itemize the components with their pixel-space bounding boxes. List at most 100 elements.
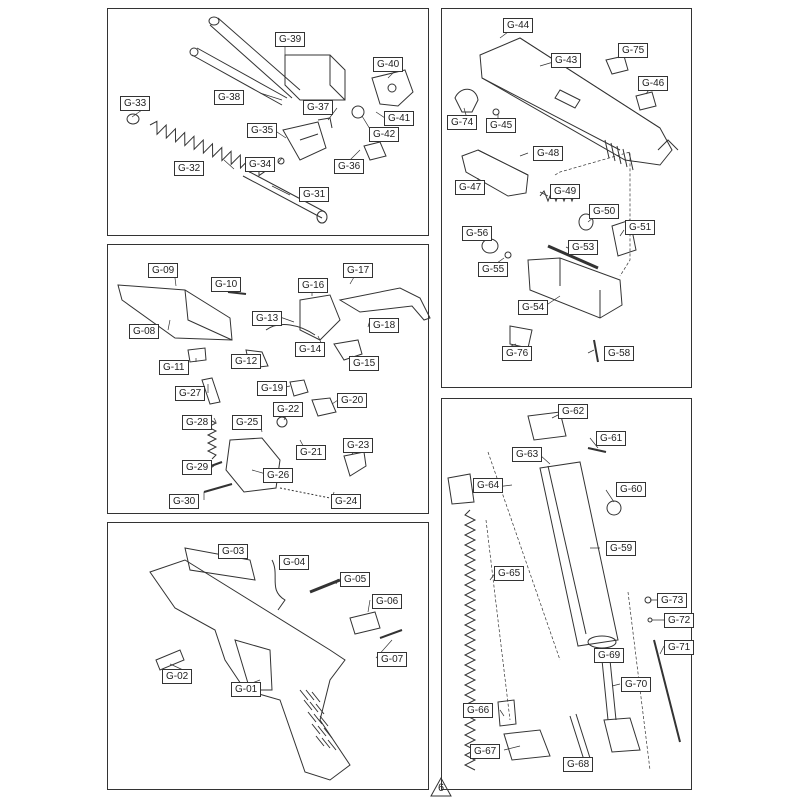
part-label-g07: G-07 bbox=[377, 652, 408, 667]
part-label-g59: G-59 bbox=[606, 541, 637, 556]
valve-part bbox=[606, 500, 622, 516]
rear-sight-part bbox=[454, 88, 479, 113]
part-label-g67: G-67 bbox=[470, 744, 501, 759]
part-label-g39: G-39 bbox=[275, 32, 306, 47]
hop-up-unit-part bbox=[527, 257, 623, 319]
part-label-g03: G-03 bbox=[218, 544, 249, 559]
blowback-unit-part bbox=[461, 149, 529, 197]
spring-cap-part bbox=[126, 113, 140, 125]
panel-slide-assembly bbox=[441, 8, 692, 388]
nozzle-part bbox=[578, 213, 594, 231]
takedown-lever-part bbox=[155, 649, 185, 671]
part-label-g58: G-58 bbox=[604, 346, 635, 361]
part-label-g38: G-38 bbox=[214, 90, 245, 105]
part-label-g37: G-37 bbox=[303, 100, 334, 115]
part-label-g24: G-24 bbox=[331, 494, 362, 509]
screw-part bbox=[492, 108, 500, 116]
outer-barrel-part bbox=[208, 16, 346, 101]
inner-barrel-part bbox=[189, 47, 288, 106]
part-label-g23: G-23 bbox=[343, 438, 374, 453]
part-label-g51: G-51 bbox=[625, 220, 656, 235]
part-label-g69: G-69 bbox=[594, 648, 625, 663]
locking-block-part bbox=[611, 219, 637, 257]
part-label-g76: G-76 bbox=[502, 346, 533, 361]
magazine-base-part bbox=[503, 729, 551, 761]
part-label-g12: G-12 bbox=[231, 354, 262, 369]
part-label-g45: G-45 bbox=[486, 118, 517, 133]
part-label-g66: G-66 bbox=[463, 703, 494, 718]
part-label-g32: G-32 bbox=[174, 161, 205, 176]
part-label-g53: G-53 bbox=[568, 240, 599, 255]
part-label-g29: G-29 bbox=[182, 460, 213, 475]
panel-frame-assembly bbox=[107, 522, 429, 790]
part-label-g44: G-44 bbox=[503, 18, 534, 33]
part-label-g54: G-54 bbox=[518, 300, 549, 315]
part-label-g46: G-46 bbox=[638, 76, 669, 91]
part-label-g62: G-62 bbox=[558, 404, 589, 419]
front-sight-part bbox=[605, 55, 629, 75]
part-label-g64: G-64 bbox=[473, 478, 504, 493]
magazine-spring-part bbox=[463, 509, 477, 771]
valve-knocker-part bbox=[481, 238, 499, 254]
part-label-g30: G-30 bbox=[169, 494, 200, 509]
part-label-g73: G-73 bbox=[657, 593, 688, 608]
part-label-g22: G-22 bbox=[273, 402, 304, 417]
part-label-g33: G-33 bbox=[120, 96, 151, 111]
magazine-body-part bbox=[539, 461, 619, 647]
part-label-g56: G-56 bbox=[462, 226, 493, 241]
page-number-text: 6 bbox=[437, 782, 445, 794]
slide-stop-part bbox=[349, 611, 381, 635]
part-label-g18: G-18 bbox=[369, 318, 400, 333]
part-label-g71: G-71 bbox=[664, 640, 695, 655]
part-label-g41: G-41 bbox=[384, 111, 415, 126]
bolt-part bbox=[593, 339, 599, 363]
part-label-g02: G-02 bbox=[162, 669, 193, 684]
part-label-g40: G-40 bbox=[373, 57, 404, 72]
part-label-g26: G-26 bbox=[263, 468, 294, 483]
part-label-g63: G-63 bbox=[512, 447, 543, 462]
part-label-g17: G-17 bbox=[343, 263, 374, 278]
slide-part bbox=[479, 37, 679, 171]
part-label-g21: G-21 bbox=[296, 445, 327, 460]
part-label-g06: G-06 bbox=[372, 594, 403, 609]
part-label-g47: G-47 bbox=[455, 180, 486, 195]
part-label-g10: G-10 bbox=[211, 277, 242, 292]
part-label-g49: G-49 bbox=[550, 184, 581, 199]
part-label-g04: G-04 bbox=[279, 555, 310, 570]
part-label-g14: G-14 bbox=[295, 342, 326, 357]
part-label-g11: G-11 bbox=[159, 360, 189, 375]
part-label-g55: G-55 bbox=[478, 262, 509, 277]
part-label-g16: G-16 bbox=[298, 278, 329, 293]
part-label-g15: G-15 bbox=[349, 356, 380, 371]
part-label-g60: G-60 bbox=[616, 482, 647, 497]
part-label-g05: G-05 bbox=[340, 572, 371, 587]
part-label-g34: G-34 bbox=[245, 157, 276, 172]
part-label-g28: G-28 bbox=[182, 415, 213, 430]
part-label-g42: G-42 bbox=[369, 127, 400, 142]
part-label-g09: G-09 bbox=[148, 263, 179, 278]
part-label-g27: G-27 bbox=[175, 386, 206, 401]
part-label-g19: G-19 bbox=[257, 381, 288, 396]
guide-rod-part bbox=[242, 169, 328, 224]
follower-part bbox=[447, 473, 475, 505]
part-label-g08: G-08 bbox=[129, 324, 160, 339]
part-label-g20: G-20 bbox=[337, 393, 368, 408]
frame-part bbox=[149, 547, 351, 781]
part-label-g72: G-72 bbox=[664, 613, 695, 628]
part-label-g68: G-68 bbox=[563, 757, 594, 772]
part-label-g65: G-65 bbox=[494, 566, 525, 581]
magazine-lip-part bbox=[527, 411, 567, 441]
pin-part bbox=[309, 578, 341, 594]
part-label-g36: G-36 bbox=[334, 159, 365, 174]
part-label-g48: G-48 bbox=[533, 146, 564, 161]
sight-insert-part bbox=[635, 91, 657, 111]
panel-barrel-assembly bbox=[107, 8, 429, 236]
part-label-g70: G-70 bbox=[621, 677, 652, 692]
part-label-g75: G-75 bbox=[618, 43, 649, 58]
part-label-g61: G-61 bbox=[596, 431, 627, 446]
trigger-spring-part bbox=[271, 559, 286, 611]
part-label-g74: G-74 bbox=[447, 115, 478, 130]
panel-magazine-assembly bbox=[441, 398, 692, 790]
part-label-g01: G-01 bbox=[231, 682, 262, 697]
part-label-g25: G-25 bbox=[232, 415, 263, 430]
